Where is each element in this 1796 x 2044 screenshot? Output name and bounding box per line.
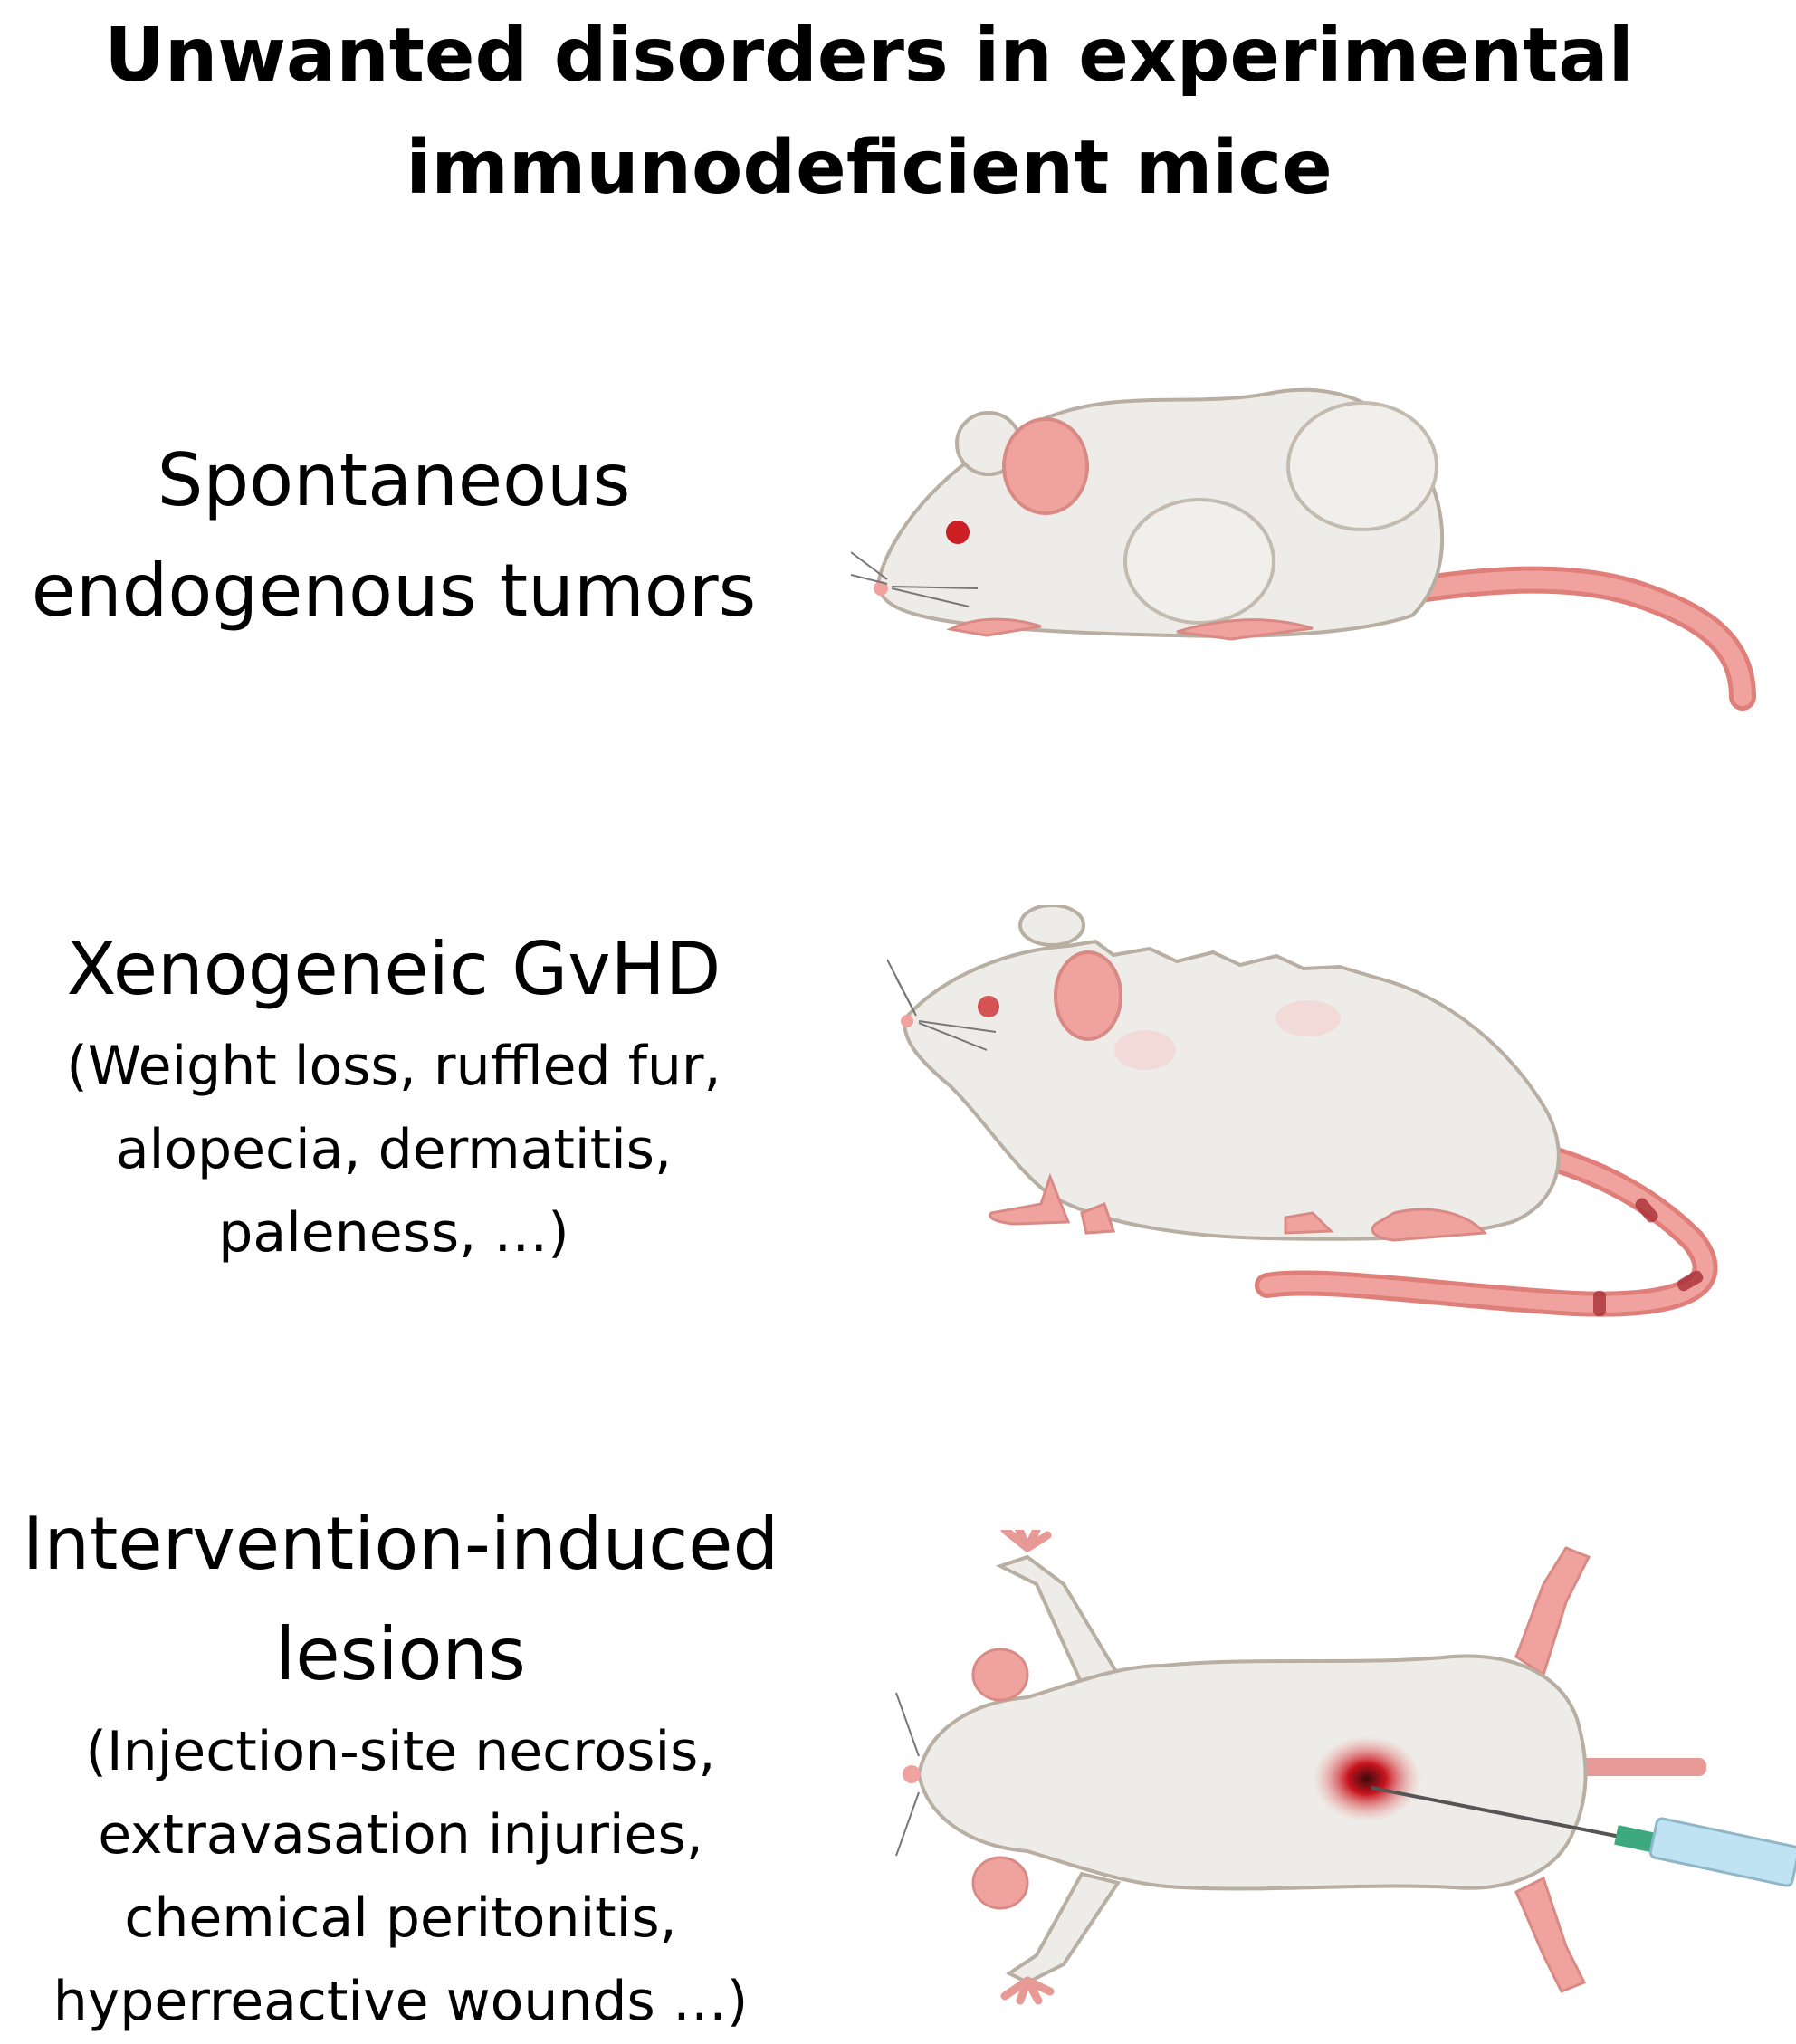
title-line-1: Unwanted disorders in experimental [104,13,1634,99]
section-gvhd-detail-2: alopecia, dermatitis, [115,1118,673,1181]
mouse-nose [903,1765,921,1783]
mouse-body [916,1654,1588,1891]
section-lesions-detail-4: hyperreactive wounds …) [53,1970,749,2033]
mouse-front-leg [989,1172,1071,1226]
section-lesions-detail-2: extravasation injuries, [98,1803,703,1867]
section-lesions-label: Intervention-induced lesions (Injection-… [0,1489,801,2043]
mouse-ear-bottom [971,1856,1029,1910]
mouse-whiskers [895,1692,920,1857]
syringe-icon [1371,1786,1796,1887]
section-tumors-heading-1: Spontaneous [157,438,631,522]
alopecia-patch-1 [1114,1030,1176,1070]
mouse-hind-foot [1176,618,1314,641]
mouse-tail [1380,566,1756,711]
mouse-whiskers [851,551,979,607]
injection-lesion [1313,1735,1421,1822]
syringe-hub [1614,1825,1654,1852]
mouse-body [903,939,1561,1241]
section-lesions-detail-3: chemical peritonitis, [124,1886,677,1950]
section-lesions-heading-2: lesions [275,1612,526,1696]
mouse-nose [874,581,888,596]
mouse-ear [1002,417,1089,515]
mouse-tail-highlight [1385,570,1752,706]
gvhd-mouse-illustration [887,905,1718,1317]
mouse-front-foot [946,617,1042,637]
section-gvhd-heading-1: Xenogeneic GvHD [66,927,721,1011]
title-line-2: immunodeficient mice [406,125,1333,211]
mouse-ear-back [1018,905,1085,947]
mouse-tail-highlight [1259,1141,1714,1313]
mouse-ear-top [971,1648,1029,1702]
mouse-eye [946,521,970,544]
section-lesions-detail-1: (Injection-site necrosis, [85,1720,716,1783]
section-gvhd-label: Xenogeneic GvHD (Weight loss, ruffled fu… [0,914,788,1275]
mouse-hind-leg [1371,1208,1488,1242]
tumor-lump-flank [1123,498,1275,625]
mouse-nose [901,1015,913,1027]
mouse-front-paw-bottom [1000,1976,1055,2005]
tumor-mouse-illustration [851,387,1756,711]
tail-lesions [1593,1198,1704,1316]
figure-title: Unwanted disorders in experimental immun… [0,0,1738,224]
section-gvhd-detail-3: paleness, …) [218,1201,569,1265]
tumor-lump-back [1286,401,1438,531]
syringe-barrel [1648,1817,1796,1887]
syringe-needle [1371,1786,1626,1839]
section-lesions-heading-1: Intervention-induced [22,1502,779,1586]
mouse-whiskers [887,959,997,1051]
alopecia-patch-2 [1275,1000,1341,1036]
mouse-eye [978,996,999,1017]
section-tumors-heading-2: endogenous tumors [31,549,757,633]
mouse-hind-limb-bottom [1514,1876,1587,1993]
injected-mouse-illustration [895,1530,1796,2005]
mouse-tail [1562,1758,1706,1776]
mouse-ear [1054,950,1122,1041]
mouse-hind-limb-top [1514,1546,1591,1677]
section-tumors-label: Spontaneous endogenous tumors [0,425,788,646]
section-gvhd-detail-1: (Weight loss, ruffled fur, [66,1035,721,1098]
mouse-front-paw-top [1000,1530,1052,1552]
mouse-hind-leg-2 [1284,1211,1334,1235]
mouse-front-leg-2 [1080,1202,1116,1235]
